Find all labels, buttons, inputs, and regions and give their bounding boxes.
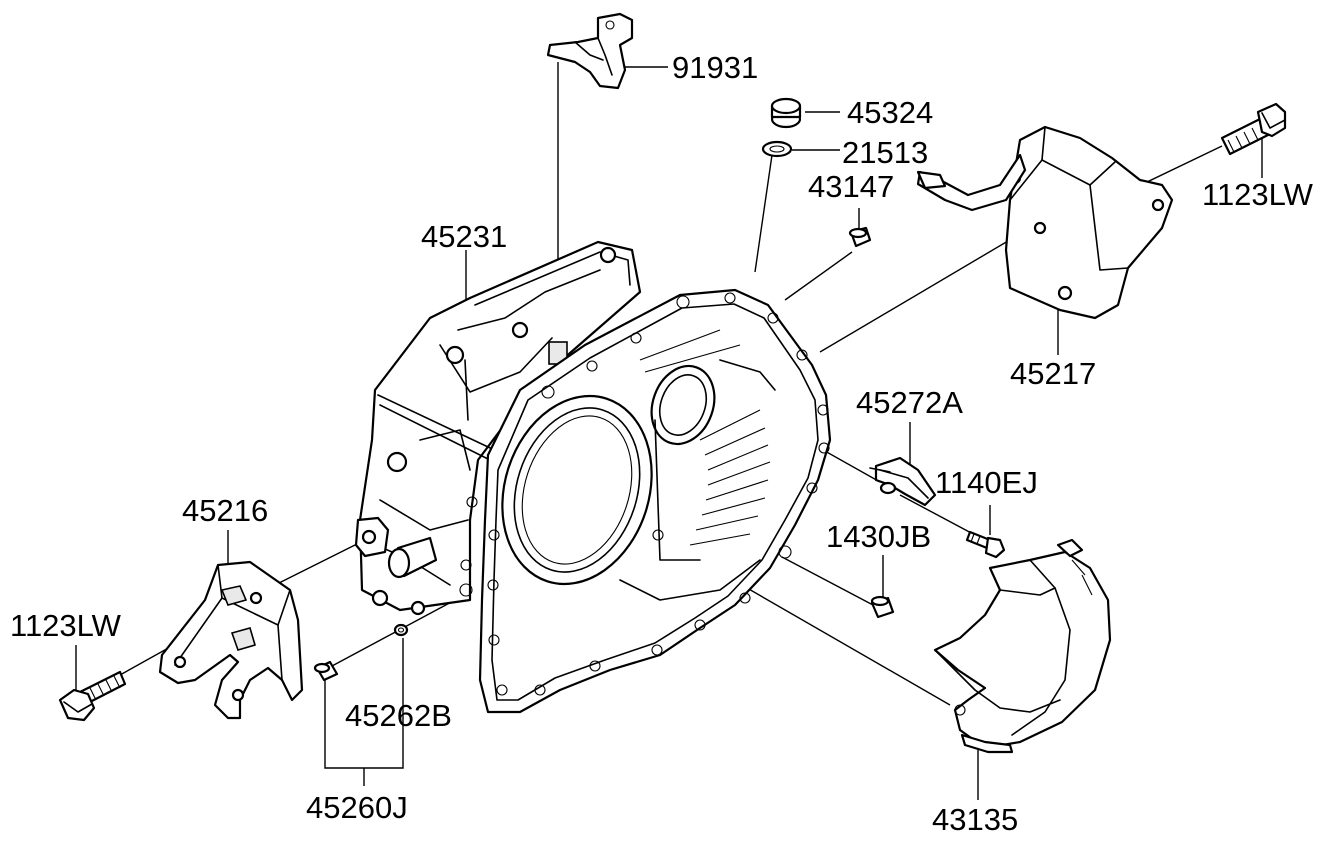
plug-45324 [770,97,802,129]
label-45260j: 45260J [306,790,408,825]
pin-1430jb [870,595,895,619]
bolt-1123lw-right [1220,102,1287,156]
label-1430jb: 1430JB [826,519,931,554]
bolt-1123lw-left [58,670,127,722]
washer-45262b [393,623,409,637]
label-45231: 45231 [421,219,507,254]
label-43135: 43135 [932,802,1018,837]
bolt-1140ej [965,530,1006,559]
cover-43135 [933,538,1112,754]
part-labels: 91931 45324 21513 43147 45231 1123LW 452… [10,50,1314,837]
label-91931: 91931 [672,50,758,85]
label-43147: 43147 [808,169,894,204]
label-45217: 45217 [1010,356,1096,391]
label-1123lw-right: 1123LW [1202,177,1314,212]
bracket-45217 [916,125,1174,320]
label-45216: 45216 [182,493,268,528]
label-45324: 45324 [847,95,933,130]
label-45272a: 45272A [856,385,963,420]
plug-43147 [848,226,872,248]
label-21513: 21513 [842,135,928,170]
bracket-45216 [158,560,304,720]
gasket-21513 [761,140,793,158]
clip-45272a [869,456,937,507]
label-1123lw-left: 1123LW [10,608,122,643]
label-1140ej: 1140EJ [935,465,1038,500]
label-45262b: 45262B [345,698,452,733]
transaxle-housing [354,240,832,714]
bracket-91931 [546,12,634,90]
plug-45260j [313,660,339,682]
